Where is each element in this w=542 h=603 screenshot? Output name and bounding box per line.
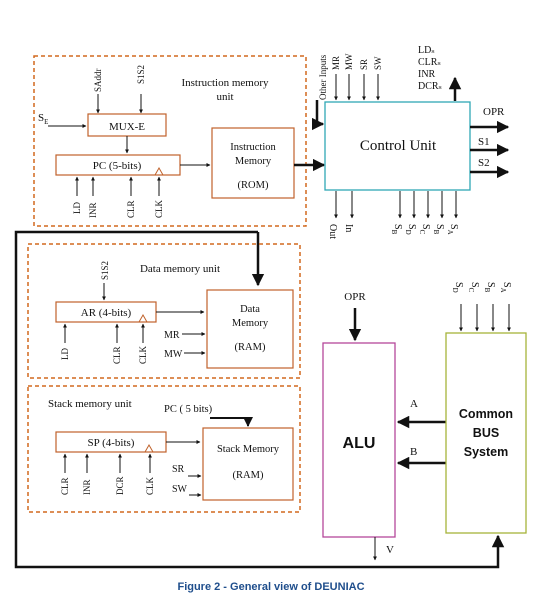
data-memory-block	[206, 289, 294, 369]
inr-label: INR	[418, 69, 436, 80]
pc-input-clr: CLR	[126, 200, 136, 218]
data-memory-unit: Data memory unit S1S2 AR (4-bits) LD CLR…	[27, 243, 301, 379]
cu-select-b1: SB	[390, 224, 403, 235]
ar-input-ld: LD	[60, 348, 70, 360]
in-label: In	[343, 224, 354, 232]
pc-input-clk: CLK	[154, 199, 164, 218]
se-label: SE	[38, 112, 48, 126]
s1s2-label-data: S1S2	[100, 261, 110, 280]
stack-pc-arrow	[210, 417, 253, 427]
s2-output-label: S2	[478, 157, 490, 169]
stack-memory-label-2: (RAM)	[233, 470, 264, 481]
instruction-memory-label-2: Memory	[235, 156, 272, 167]
stack-memory-label-1: Stack Memory	[217, 444, 280, 455]
cu-select-d: SD	[404, 224, 417, 235]
bus-select-b: SB	[483, 282, 496, 293]
pc-clock-triangle	[154, 166, 164, 176]
stack-pc-label: PC ( 5 bits)	[164, 404, 213, 415]
control-unit-label: Control Unit	[360, 138, 437, 154]
out-label: Out	[327, 224, 338, 239]
instruction-memory-label-1: Instruction	[230, 142, 276, 153]
cu-select-c: SC	[418, 224, 431, 235]
pc-input-inr: INR	[88, 203, 98, 219]
instruction-unit-title-2: unit	[216, 91, 233, 103]
stack-memory-block	[202, 427, 294, 501]
control-unit-block	[324, 101, 471, 191]
instruction-memory-block	[211, 127, 295, 199]
lds-label: LDₛ	[418, 45, 435, 56]
data-memory-label-3: (RAM)	[235, 342, 266, 353]
alu-opr-label: OPR	[344, 291, 366, 303]
cu-select-b2: SB	[432, 224, 445, 235]
alu-group: OPR ALU A B V	[322, 291, 446, 561]
sw-label-stack: SW	[172, 484, 188, 495]
mux-e-label: MUX-E	[109, 121, 145, 133]
bus-block	[445, 332, 527, 534]
bus-group: Common BUS System SD SC SB SA	[445, 282, 527, 534]
pc-label: PC (5-bits)	[93, 160, 142, 172]
dcrs-label: DCRₛ	[418, 81, 442, 92]
instruction-unit-title-1: Instruction memory	[181, 77, 269, 89]
pc-input-ld: LD	[72, 202, 82, 214]
stack-memory-unit: Stack memory unit PC ( 5 bits) SP (4-bit…	[27, 385, 301, 513]
saddr-label: SAddr	[93, 68, 103, 92]
bus-label-3: System	[464, 445, 508, 459]
alu-v-label: V	[386, 544, 394, 556]
mw-label-data: MW	[164, 349, 183, 360]
s1s2-label-instr: S1S2	[136, 65, 146, 84]
instruction-unit-border	[33, 55, 307, 227]
sp-input-clk: CLK	[145, 476, 155, 495]
sp-input-inr: INR	[82, 480, 92, 496]
figure-caption: Figure 2 - General view of DEUNIAC	[177, 581, 364, 593]
bus-label-1: Common	[459, 407, 513, 421]
bus-select-d: SD	[451, 282, 464, 293]
stack-unit-title: Stack memory unit	[48, 398, 132, 410]
stack-unit-border	[27, 385, 301, 513]
s1-output-label: S1	[478, 136, 490, 148]
bus-select-a: SA	[499, 282, 512, 293]
loop-bus-line	[14, 230, 505, 569]
mw-top-label: MW	[344, 53, 354, 70]
data-unit-title: Data memory unit	[140, 263, 220, 275]
sp-clock-triangle	[144, 443, 154, 453]
mr-top-label: MR	[331, 56, 341, 70]
sr-top-label: SR	[359, 59, 369, 70]
instruction-memory-unit: Instruction memory unit MUX-E SAddr S1S2…	[33, 55, 307, 227]
ar-input-clk: CLK	[138, 345, 148, 364]
alu-block	[322, 342, 396, 538]
other-inputs-label: Other Inputs	[318, 54, 328, 100]
ar-clock-triangle	[138, 313, 148, 323]
alu-b-label: B	[410, 446, 417, 458]
bus-select-c: SC	[467, 282, 480, 293]
sw-top-label: SW	[373, 56, 383, 70]
sp-input-clr: CLR	[60, 477, 70, 495]
ar-label: AR (4-bits)	[81, 307, 132, 319]
other-inputs-arrow	[311, 100, 325, 131]
cu-select-a: SA	[446, 224, 459, 235]
opr-output-label: OPR	[483, 106, 505, 118]
clrs-label: CLRₛ	[418, 57, 441, 68]
alu-label: ALU	[343, 435, 376, 452]
sr-label-stack: SR	[172, 464, 185, 475]
alu-a-label: A	[410, 398, 418, 410]
control-unit-group: Control Unit Other Inputs MR MW SR SW LD…	[311, 45, 510, 239]
bus-label-2: BUS	[473, 426, 499, 440]
mr-label-data: MR	[164, 330, 180, 341]
sp-input-dcr: DCR	[115, 476, 125, 495]
data-memory-label-2: Memory	[232, 318, 269, 329]
data-memory-label-1: Data	[240, 304, 260, 315]
ar-input-clr: CLR	[112, 346, 122, 364]
instruction-memory-label-3: (ROM)	[238, 180, 269, 191]
sp-label: SP (4-bits)	[88, 437, 135, 449]
data-unit-border	[27, 243, 301, 379]
